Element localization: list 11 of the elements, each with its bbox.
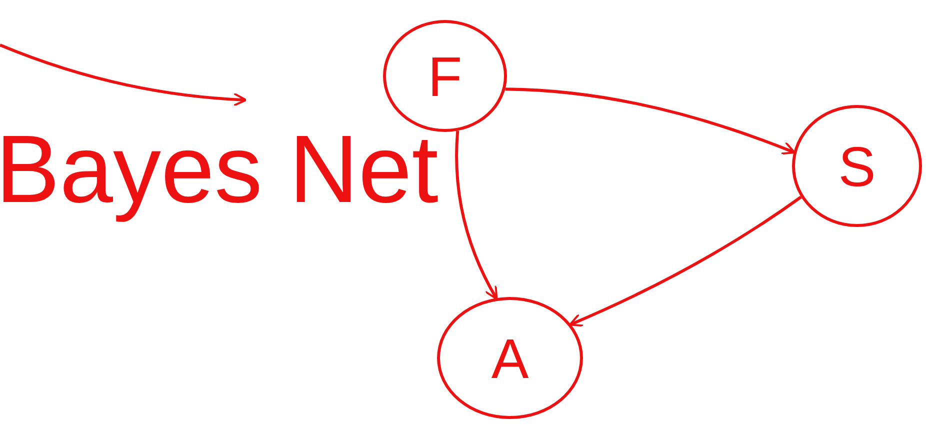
node-label: S [838,134,876,198]
arrow [505,88,796,155]
node-circle [383,20,507,132]
node-label: F [428,44,462,108]
arrow [455,130,498,300]
node-label: A [491,326,529,390]
arrow [0,44,247,106]
node-circle [437,297,583,419]
arrow [568,196,802,326]
node-circle [792,105,922,227]
title-text: Bayes Net [0,115,438,225]
